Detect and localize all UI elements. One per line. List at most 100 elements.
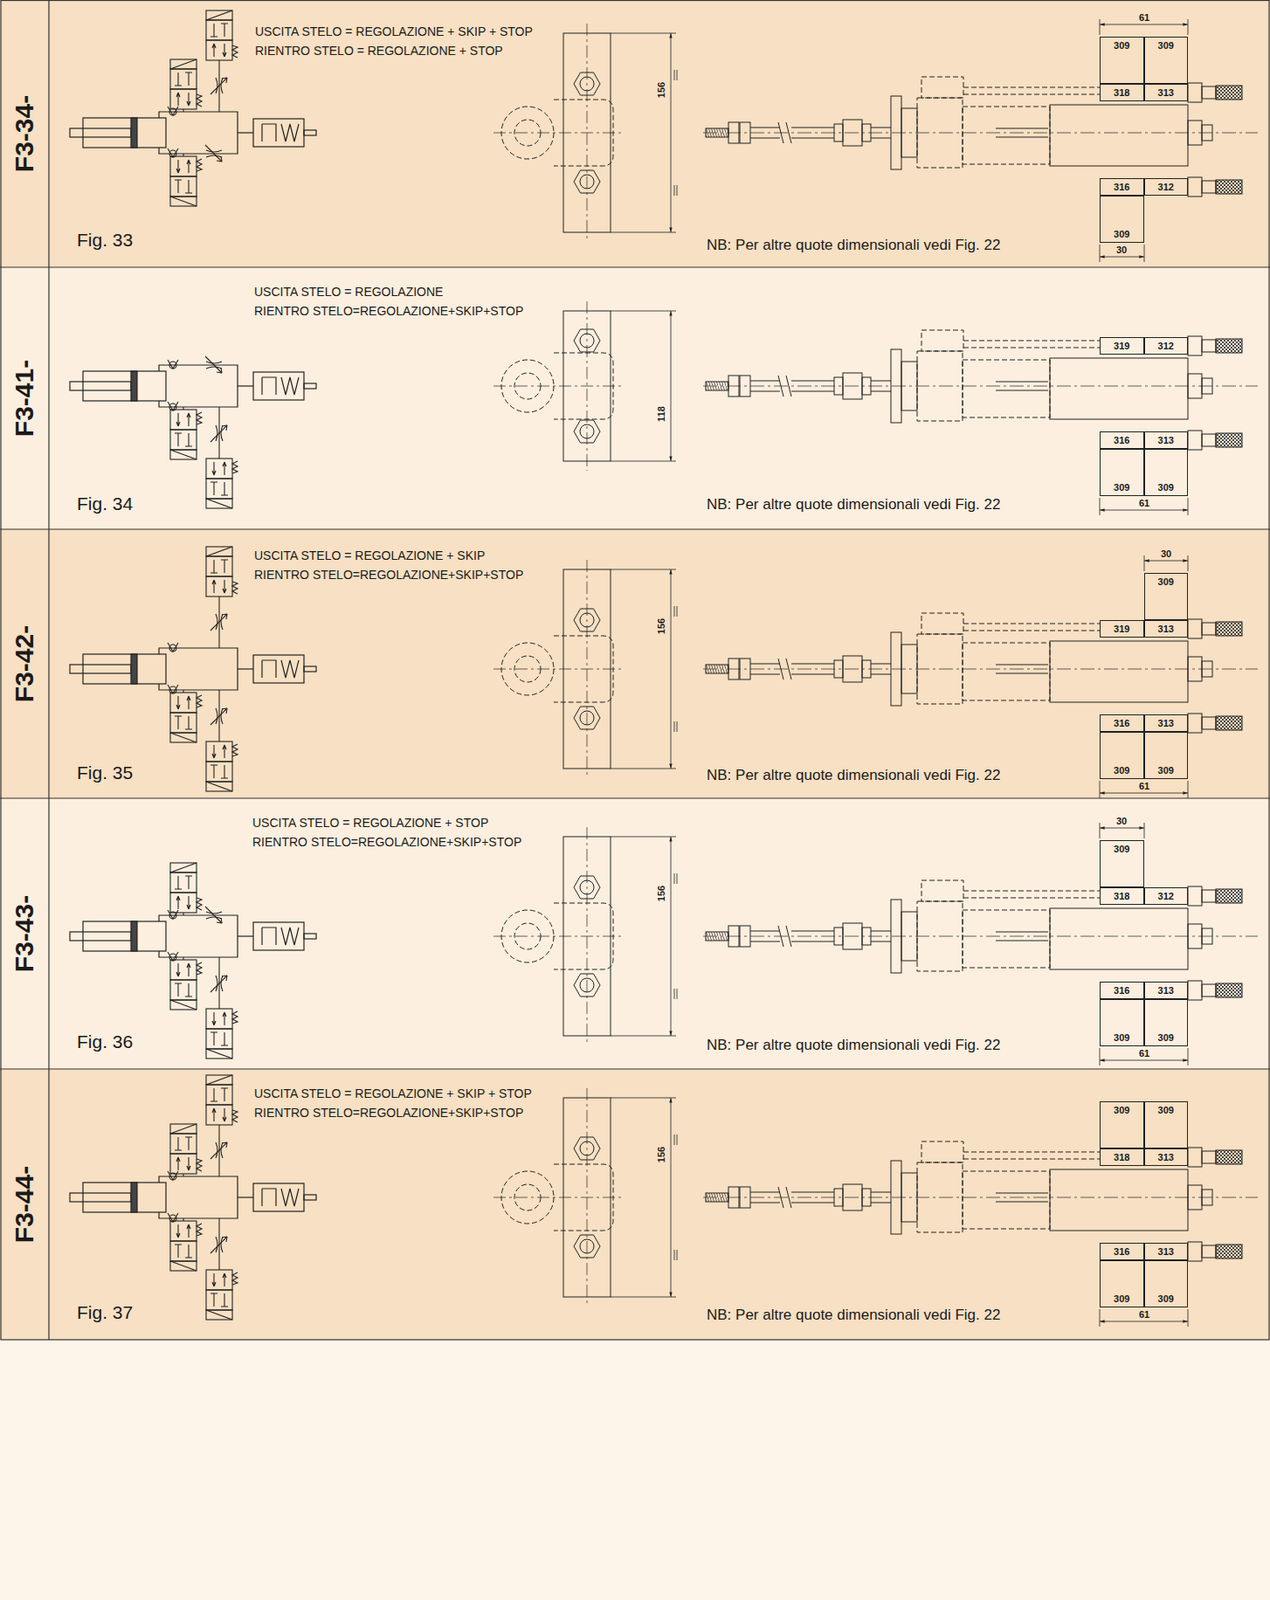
part-number: 309 (1113, 765, 1130, 776)
valve-block: 319 (1099, 337, 1145, 355)
model-code: F3-44- (9, 1166, 40, 1243)
dimension-value: 61 (1138, 497, 1150, 509)
valve-block: 309 (1099, 731, 1145, 780)
valve-block: 316 (1099, 714, 1145, 732)
part-number: 309 (1113, 482, 1130, 493)
drawing-use (703, 880, 1258, 1001)
row-background (0, 1069, 1270, 1340)
part-number: 309 (1158, 40, 1174, 51)
drawing-path (182, 1173, 184, 1177)
row-background (0, 267, 1270, 530)
part-number: 319 (1113, 623, 1130, 635)
part-number: 309 (1158, 1293, 1174, 1305)
drawing-use (493, 827, 677, 1046)
drawing-use (170, 1221, 202, 1271)
model-band: F3-34-309309318313316312309 (0, 0, 1270, 268)
row-background (0, 0, 1270, 268)
drawing-path (1099, 1309, 1188, 1327)
function-note: USCITA STELO = REGOLAZIONE + SKIP + STOP (255, 24, 533, 39)
drawing-use (206, 1075, 238, 1126)
dimension-value: 30 (1116, 244, 1127, 256)
valve-block: 313 (1144, 981, 1189, 1000)
drawing-path (1099, 780, 1188, 799)
drawing-use (69, 359, 317, 411)
part-number: 313 (1158, 985, 1174, 996)
part-number: 312 (1158, 340, 1174, 352)
dimension-value: 61 (1138, 12, 1150, 23)
drawing-use (493, 1088, 677, 1307)
valve-block: 316 (1099, 178, 1145, 196)
model-code: F3-43- (9, 895, 40, 973)
dimension-value: 156 (655, 1146, 667, 1163)
part-number: 309 (1113, 228, 1130, 240)
drawing-line (1099, 1321, 1188, 1323)
reference-note: NB: Per altre quote dimensionali vedi Fi… (706, 1036, 1001, 1055)
valve-block: 313 (1144, 620, 1189, 638)
valve-block: 319 (1099, 620, 1145, 638)
part-number: 309 (1113, 1104, 1130, 1116)
model-code: F3-42- (9, 625, 40, 703)
part-number: 318 (1113, 1152, 1130, 1163)
figure-number: Fig. 37 (76, 1302, 133, 1324)
drawing-path (182, 407, 184, 410)
part-number: 309 (1113, 1032, 1130, 1043)
part-number: 319 (1113, 340, 1130, 352)
model-code: F3-34- (9, 95, 40, 173)
valve-block: 316 (1099, 431, 1145, 449)
reference-note: NB: Per altre quote dimensionali vedi Fi… (706, 766, 1001, 785)
function-note: RIENTRO STELO = REGOLAZIONE + STOP (255, 43, 504, 58)
model-band: F3-44-309309318313316313309309 (0, 1069, 1270, 1340)
valve-block: 313 (1144, 83, 1189, 102)
drawing-path (1099, 244, 1145, 263)
valve-block: 309 (1099, 840, 1145, 888)
drawing-line (1099, 256, 1145, 258)
part-number: 313 (1158, 623, 1174, 635)
drawing-line (1144, 560, 1188, 562)
part-number: 313 (1158, 87, 1174, 98)
part-number: 316 (1113, 181, 1130, 193)
valve-block: 318 (1099, 83, 1145, 102)
row-drawing (69, 546, 1258, 799)
part-number: 316 (1113, 717, 1130, 729)
dimension-value: 156 (655, 82, 667, 98)
drawing-path (1099, 497, 1188, 516)
part-number: 312 (1158, 181, 1174, 193)
part-number: 313 (1158, 434, 1174, 446)
valve-block: 309 (1099, 999, 1145, 1047)
reference-note: NB: Per altre quote dimensionali vedi Fi… (706, 1306, 1001, 1325)
part-number: 316 (1113, 985, 1130, 996)
drawing-use (210, 425, 228, 442)
dimension-value: 61 (1138, 1048, 1150, 1059)
valve-block: 309 (1144, 1260, 1189, 1308)
drawing-path (182, 109, 184, 112)
function-note: RIENTRO STELO=REGOLAZIONE+SKIP+STOP (254, 567, 524, 582)
drawing-use (170, 959, 202, 1010)
figure-number: Fig. 34 (76, 493, 133, 515)
dimension-value: 61 (1138, 1309, 1150, 1320)
drawing-use (206, 546, 238, 597)
valve-block: 309 (1099, 1101, 1145, 1149)
valve-block: 309 (1099, 1260, 1145, 1308)
valve-block: 316 (1099, 1242, 1145, 1261)
valve-block: 313 (1144, 1242, 1189, 1261)
drawing-use (206, 1008, 238, 1059)
drawing-line (1099, 828, 1145, 829)
part-number: 309 (1158, 482, 1174, 493)
drawing-use (210, 708, 228, 725)
drawing-path (182, 912, 184, 916)
valve-block: 309 (1144, 999, 1189, 1047)
drawing-use (170, 692, 202, 743)
drawing-use (703, 330, 1258, 450)
drawing-use (210, 1236, 228, 1254)
drawing-path (0, 0, 1270, 1340)
valve-block: 309 (1144, 572, 1189, 621)
valve-block: 312 (1144, 178, 1189, 196)
drawing-use (493, 301, 677, 471)
dimension-value: 30 (1160, 548, 1172, 560)
drawing-use (493, 23, 677, 242)
function-note: RIENTRO STELO=REGOLAZIONE+SKIP+STOP (254, 303, 524, 318)
dimension-value: 118 (655, 406, 667, 422)
row-drawing (69, 10, 1258, 263)
drawing-use (205, 356, 222, 373)
